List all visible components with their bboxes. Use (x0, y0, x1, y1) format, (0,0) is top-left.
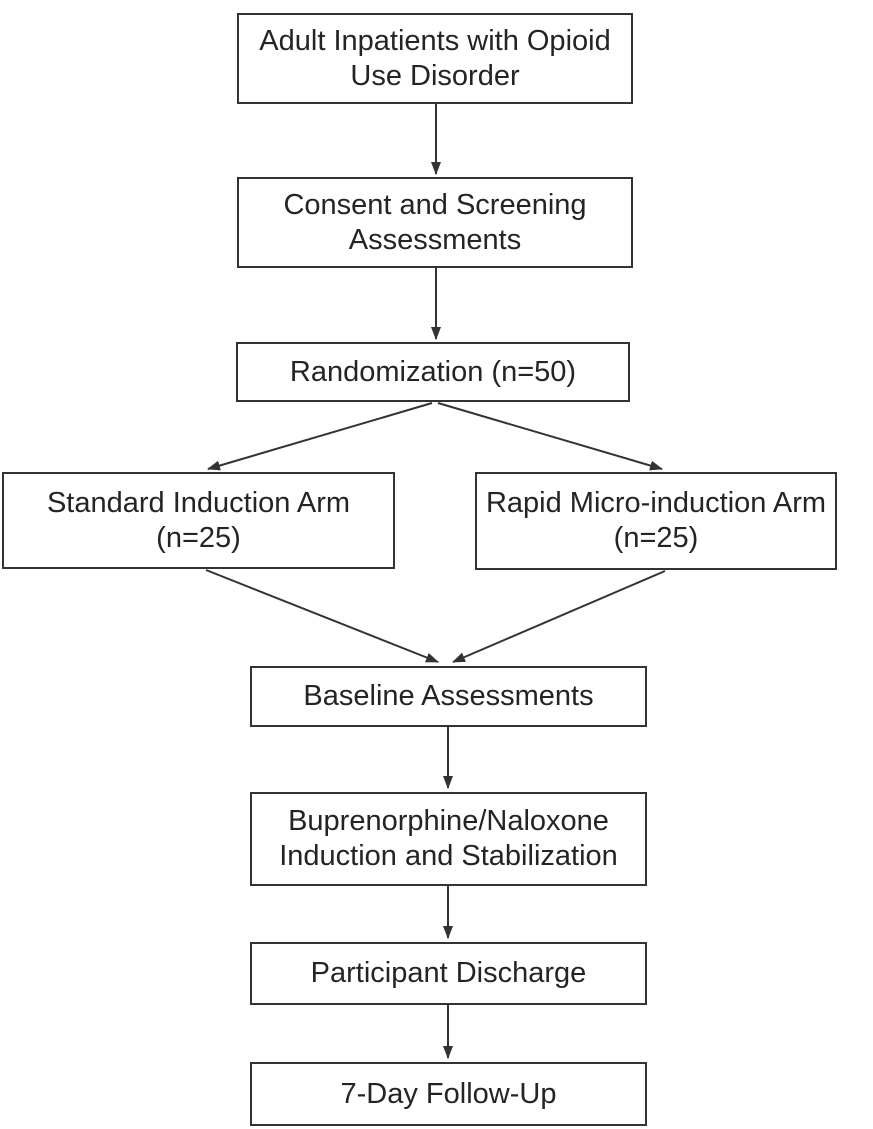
node-bup-nx-induction: Buprenorphine/Naloxone Induction and Sta… (250, 792, 647, 886)
node-randomization: Randomization (n=50) (236, 342, 630, 402)
node-consent-screening: Consent and Screening Assessments (237, 177, 633, 268)
node-randomization-label: Randomization (n=50) (289, 355, 577, 388)
node-seven-day-follow-up: 7-Day Follow-Up (250, 1062, 647, 1126)
node-baseline-assessments: Baseline Assessments (250, 666, 647, 727)
node-participant-discharge: Participant Discharge (250, 942, 647, 1005)
node-standard-induction-arm: Standard Induction Arm (n=25) (2, 472, 395, 569)
node-participant-discharge-label: Participant Discharge (310, 957, 587, 990)
node-seven-day-follow-up-label: 7-Day Follow-Up (340, 1077, 557, 1110)
arrow-randomization-to-rapid-arm (437, 402, 663, 471)
arrow-rapid-arm-to-baseline (452, 570, 666, 663)
node-adult-inpatients-label: Adult Inpatients with Opioid Use Disorde… (259, 24, 611, 92)
node-standard-induction-arm-label: Standard Induction Arm (n=25) (46, 486, 351, 554)
node-adult-inpatients: Adult Inpatients with Opioid Use Disorde… (237, 13, 633, 104)
node-consent-screening-label: Consent and Screening Assessments (283, 188, 587, 256)
node-rapid-micro-induction-arm-label: Rapid Micro-induction Arm (n=25) (485, 487, 827, 554)
node-rapid-micro-induction-arm: Rapid Micro-induction Arm (n=25) (475, 472, 837, 570)
node-bup-nx-induction-label: Buprenorphine/Naloxone Induction and Sta… (279, 805, 618, 872)
arrow-randomization-to-standard-arm (207, 402, 433, 471)
node-baseline-assessments-label: Baseline Assessments (303, 680, 594, 713)
arrow-standard-arm-to-baseline (205, 569, 439, 663)
